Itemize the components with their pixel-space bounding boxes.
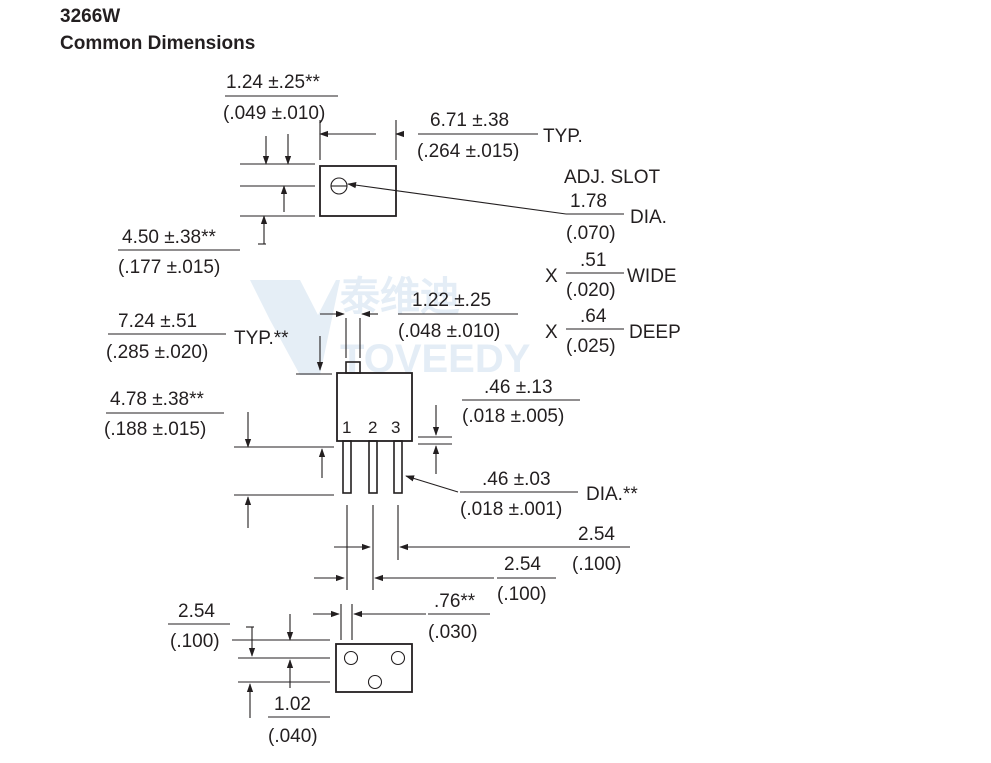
d2-inch: (.264 ±.015) (417, 141, 519, 162)
bottom-pin-hole-2 (367, 674, 383, 690)
bottom-pin-hole-1 (343, 650, 359, 666)
adjust-screw-side (345, 361, 361, 374)
pin-3 (393, 440, 403, 494)
d1-mm: 1.24 ±.25** (226, 72, 320, 93)
adj-deep-mm: .64 (580, 306, 607, 327)
pin-1 (342, 440, 352, 494)
d3-mm: 4.50 ±.38** (122, 227, 216, 248)
d10-mm: 2.54 (504, 554, 541, 575)
watermark: 泰维迪 TOVEEDY (250, 275, 531, 381)
d8-mm: .46 ±.03 (482, 469, 551, 490)
adj-dia-suffix: DIA. (630, 207, 667, 228)
top-view-body (319, 165, 397, 217)
d4-mm: 1.22 ±.25 (412, 290, 491, 311)
d13-mm: 1.02 (274, 694, 311, 715)
d6-inch: (.188 ±.015) (104, 419, 206, 440)
d4-inch: (.048 ±.010) (398, 321, 500, 342)
d2-mm: 6.71 ±.38 (430, 110, 509, 131)
d8-suffix: DIA.** (586, 484, 638, 505)
d12-mm: .76** (434, 591, 476, 612)
adj-x1: X (545, 266, 558, 287)
d9-mm: 2.54 (578, 524, 615, 545)
watermark-en: TOVEEDY (340, 337, 531, 381)
d9-inch: (.100) (572, 554, 622, 575)
adj-wide-suffix: WIDE (627, 266, 677, 287)
d5-suffix: TYP.** (234, 328, 289, 349)
pin-label-3: 3 (391, 418, 400, 437)
part-number: 3266W (60, 6, 121, 27)
adj-deep-inch: (.025) (566, 336, 616, 357)
d5-inch: (.285 ±.020) (106, 342, 208, 363)
d11-mm: 2.54 (178, 601, 215, 622)
d12-inch: (.030) (428, 622, 478, 643)
adj-wide-mm: .51 (580, 250, 606, 271)
adj-slot-label: ADJ. SLOT (564, 167, 660, 188)
d6-mm: 4.78 ±.38** (110, 389, 204, 410)
d5-mm: 7.24 ±.51 (118, 311, 197, 332)
adj-wide-inch: (.020) (566, 280, 616, 301)
d13-inch: (.040) (268, 726, 318, 747)
adj-dia-inch: (.070) (566, 223, 616, 244)
page-title: Common Dimensions (60, 33, 256, 54)
d2-suffix: TYP. (543, 126, 583, 147)
adj-x2: X (545, 322, 558, 343)
d7-mm: .46 ±.13 (484, 377, 553, 398)
pin-2 (368, 440, 378, 494)
watermark-cn: 泰维迪 (340, 275, 460, 319)
bottom-view-body (335, 643, 413, 693)
d8-inch: (.018 ±.001) (460, 499, 562, 520)
d7-inch: (.018 ±.005) (462, 406, 564, 427)
d10-inch: (.100) (497, 584, 547, 605)
adj-dia-mm: 1.78 (570, 191, 607, 212)
pin-label-2: 2 (368, 418, 377, 437)
bottom-pin-hole-3 (390, 650, 406, 666)
d1-inch: (.049 ±.010) (223, 103, 325, 124)
d3-inch: (.177 ±.015) (118, 257, 220, 278)
pin-label-1: 1 (342, 418, 351, 437)
adj-deep-suffix: DEEP (629, 322, 681, 343)
d11-inch: (.100) (170, 631, 220, 652)
